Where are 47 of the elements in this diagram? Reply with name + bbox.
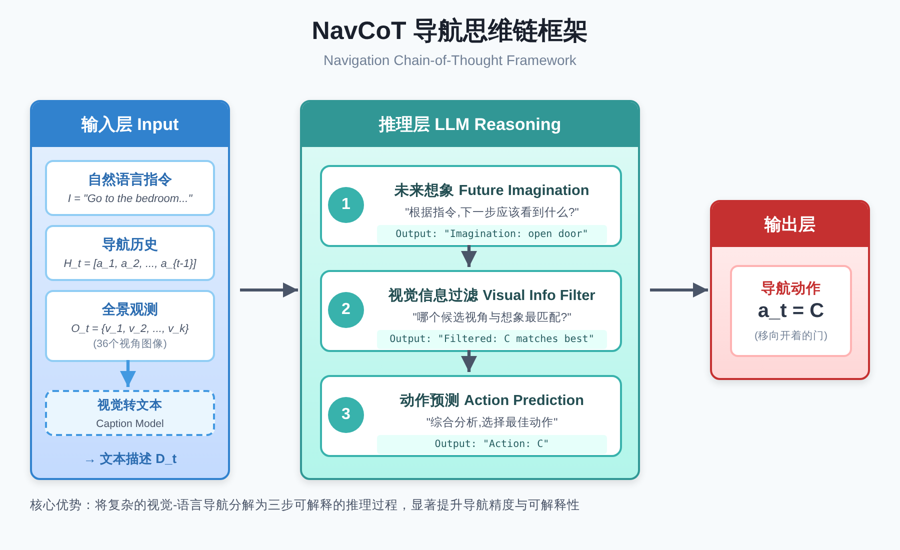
step-heading: 视觉信息过滤 Visual Info Filter bbox=[387, 286, 596, 305]
formula-text: O_t = {v_1, v_2, ..., v_k} bbox=[71, 323, 189, 335]
panel-header: 输出层 bbox=[712, 202, 868, 247]
question-text: "综合分析,选择最佳动作" bbox=[425, 416, 559, 430]
code-output: Output: "Action: C" bbox=[377, 435, 607, 454]
step-box bbox=[320, 165, 622, 247]
note-text: (36个视角图像) bbox=[93, 337, 167, 351]
caption: 核心优势：将复杂的视觉-语言导航分解为三步可解释的推理过程，显著提升导航精度与可解释性 bbox=[30, 497, 580, 514]
panel-header: 输入层 Input bbox=[32, 102, 228, 147]
step-heading: 未来想象 Future Imagination bbox=[393, 182, 590, 200]
output-panel bbox=[710, 200, 870, 380]
input-box bbox=[45, 290, 215, 362]
step-heading: 动作预测 Action Prediction bbox=[398, 392, 586, 410]
step-number: 1 bbox=[328, 187, 364, 223]
arrow bbox=[120, 360, 136, 387]
input-panel bbox=[30, 100, 230, 480]
reasoning-panel bbox=[300, 100, 640, 480]
arrow bbox=[650, 282, 708, 298]
arrow bbox=[240, 282, 298, 298]
arrow bbox=[461, 245, 477, 267]
note-text: (移向开着的门) bbox=[754, 329, 828, 343]
box-heading: 视觉转文本 bbox=[98, 396, 162, 414]
question-text: "根据指令,下一步应该看到什么?" bbox=[404, 205, 580, 220]
box-heading: 全景观测 bbox=[102, 301, 158, 319]
step-box bbox=[320, 375, 622, 457]
box-heading: 自然语言指令 bbox=[88, 171, 172, 189]
question-text: "哪个候选视角与想象最匹配?" bbox=[412, 310, 572, 325]
code-output: Output: "Filtered: C matches best" bbox=[377, 330, 607, 349]
output-note: → 文本描述 D_t bbox=[82, 450, 178, 468]
formula-text: I = "Go to the bedroom..." bbox=[68, 193, 192, 205]
conversion-box bbox=[45, 390, 215, 436]
formula-text: H_t = [a_1, a_2, ..., a_{t-1}] bbox=[64, 258, 196, 270]
box-heading: 导航动作 bbox=[761, 280, 821, 298]
result-box bbox=[730, 265, 852, 357]
note-text: Caption Model bbox=[96, 418, 164, 430]
action-formula: a_t = C bbox=[758, 300, 824, 323]
code-output: Output: "Imagination: open door" bbox=[377, 225, 607, 244]
panel-header: 推理层 LLM Reasoning bbox=[302, 102, 638, 147]
input-box bbox=[45, 225, 215, 281]
subtitle: Navigation Chain-of-Thought Framework bbox=[322, 52, 578, 68]
step-number: 2 bbox=[328, 292, 364, 328]
input-box bbox=[45, 160, 215, 216]
step-box bbox=[320, 270, 622, 352]
arrow bbox=[461, 350, 477, 372]
step-number: 3 bbox=[328, 397, 364, 433]
box-heading: 导航历史 bbox=[102, 236, 158, 254]
title: NavCoT 导航思维链框架 bbox=[310, 16, 590, 47]
